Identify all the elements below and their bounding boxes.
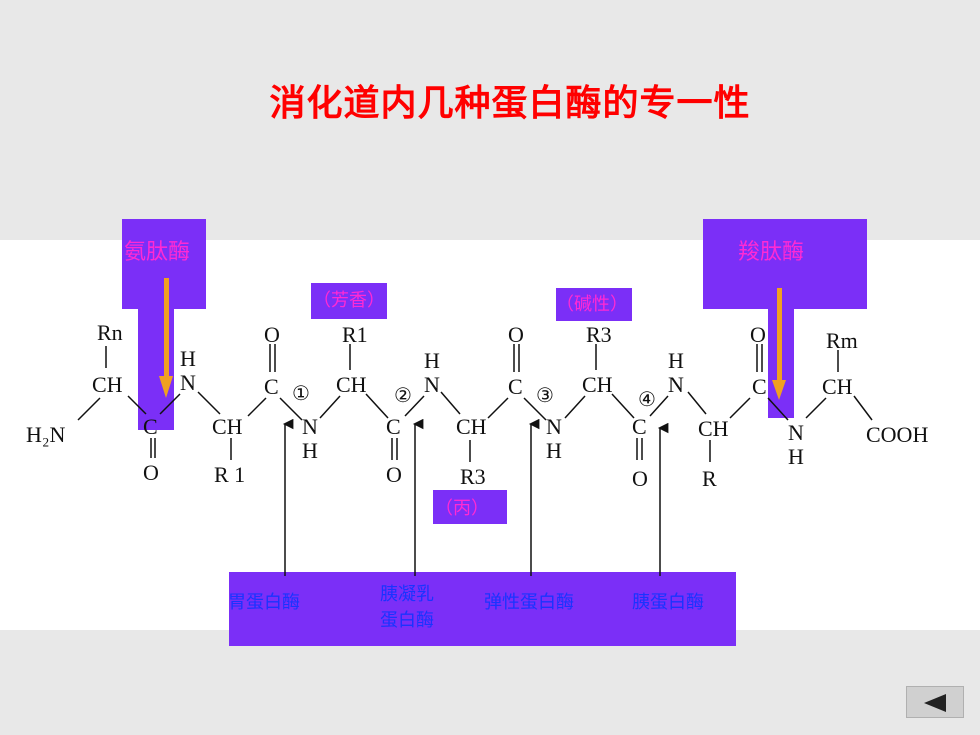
n-5: N — [668, 372, 684, 397]
third-tag-box — [433, 490, 507, 524]
third-tag: （丙） — [435, 498, 489, 519]
ch-1: CH — [92, 372, 123, 397]
chymotrypsin-label-2: 蛋白酶 — [380, 610, 434, 631]
aminopeptidase-arrowhead — [159, 376, 173, 398]
ch-3: CH — [336, 372, 367, 397]
endopeptidase-box — [229, 572, 736, 646]
backbone-bonds — [77, 344, 873, 462]
h2n-label: H₂N — [26, 422, 66, 447]
ch-7: CH — [822, 374, 853, 399]
r3-label: R3 — [586, 322, 612, 347]
aromatic-tag: （芳香） — [313, 290, 385, 311]
slide-title: 消化道内几种蛋白酶的专一性 — [269, 82, 751, 124]
bond-number-3: ③ — [536, 385, 554, 407]
ch-6: CH — [698, 416, 729, 441]
basic-tag-box — [556, 288, 632, 321]
c-5: C — [632, 414, 647, 439]
n-4: N — [546, 414, 562, 439]
h-3: H — [424, 348, 440, 373]
carboxypeptidase-box — [703, 219, 867, 309]
aromatic-tag-box — [311, 283, 387, 319]
c-6: C — [752, 374, 767, 399]
r3b-label: R3 — [460, 464, 486, 489]
h-5: H — [668, 348, 684, 373]
carboxypeptidase-label: 羧肽酶 — [738, 240, 804, 265]
o-2: O — [264, 322, 280, 347]
c-1: C — [143, 414, 158, 439]
trypsin-label: 胰蛋白酶 — [632, 592, 704, 613]
chymotrypsin-label-1: 胰凝乳 — [380, 584, 434, 605]
back-arrow-icon — [924, 694, 946, 712]
r1-label: R1 — [342, 322, 368, 347]
o-3: O — [386, 462, 402, 487]
c-3: C — [386, 414, 401, 439]
n-6: N — [788, 420, 804, 445]
h-1: H — [180, 346, 196, 371]
basic-tag: （碱性） — [556, 294, 628, 315]
c-4: C — [508, 374, 523, 399]
r-label: R — [702, 466, 717, 491]
rm-label: Rm — [826, 328, 858, 353]
rn-label: Rn — [97, 320, 123, 345]
h-6: H — [788, 444, 804, 469]
r1b-label: R 1 — [214, 462, 245, 487]
cooh-label: COOH — [866, 422, 928, 447]
cleavage-arrows — [282, 418, 669, 576]
elastase-label: 弹性蛋白酶 — [484, 592, 574, 613]
top-band — [0, 0, 980, 240]
aminopeptidase-arrow — [164, 278, 169, 386]
n-1: N — [180, 370, 196, 395]
c-2: C — [264, 374, 279, 399]
back-button[interactable] — [906, 686, 964, 718]
bond-number-2: ② — [394, 385, 412, 407]
h-4: H — [546, 438, 562, 463]
o-5: O — [632, 466, 648, 491]
n-3: N — [424, 372, 440, 397]
bottom-band — [0, 630, 980, 735]
ch-5: CH — [582, 372, 613, 397]
aminopeptidase-label: 氨肽酶 — [124, 240, 190, 265]
bond-number-1: ① — [292, 383, 310, 405]
h-2: H — [302, 438, 318, 463]
n-2: N — [302, 414, 318, 439]
carboxypeptidase-arrow — [777, 288, 782, 388]
o-6: O — [750, 322, 766, 347]
o-4: O — [508, 322, 524, 347]
atom-labels: H₂N Rn CH C O H N CH R 1 O C N H R1 CH C… — [26, 320, 928, 491]
pepsin-label: 胃蛋白酶 — [228, 592, 300, 613]
ch-2: CH — [212, 414, 243, 439]
o-1: O — [143, 460, 159, 485]
ch-4: CH — [456, 414, 487, 439]
carboxypeptidase-arrowhead — [772, 380, 786, 400]
bond-numbers: ① ② ③ ④ — [292, 383, 656, 411]
bond-number-4: ④ — [638, 389, 656, 411]
